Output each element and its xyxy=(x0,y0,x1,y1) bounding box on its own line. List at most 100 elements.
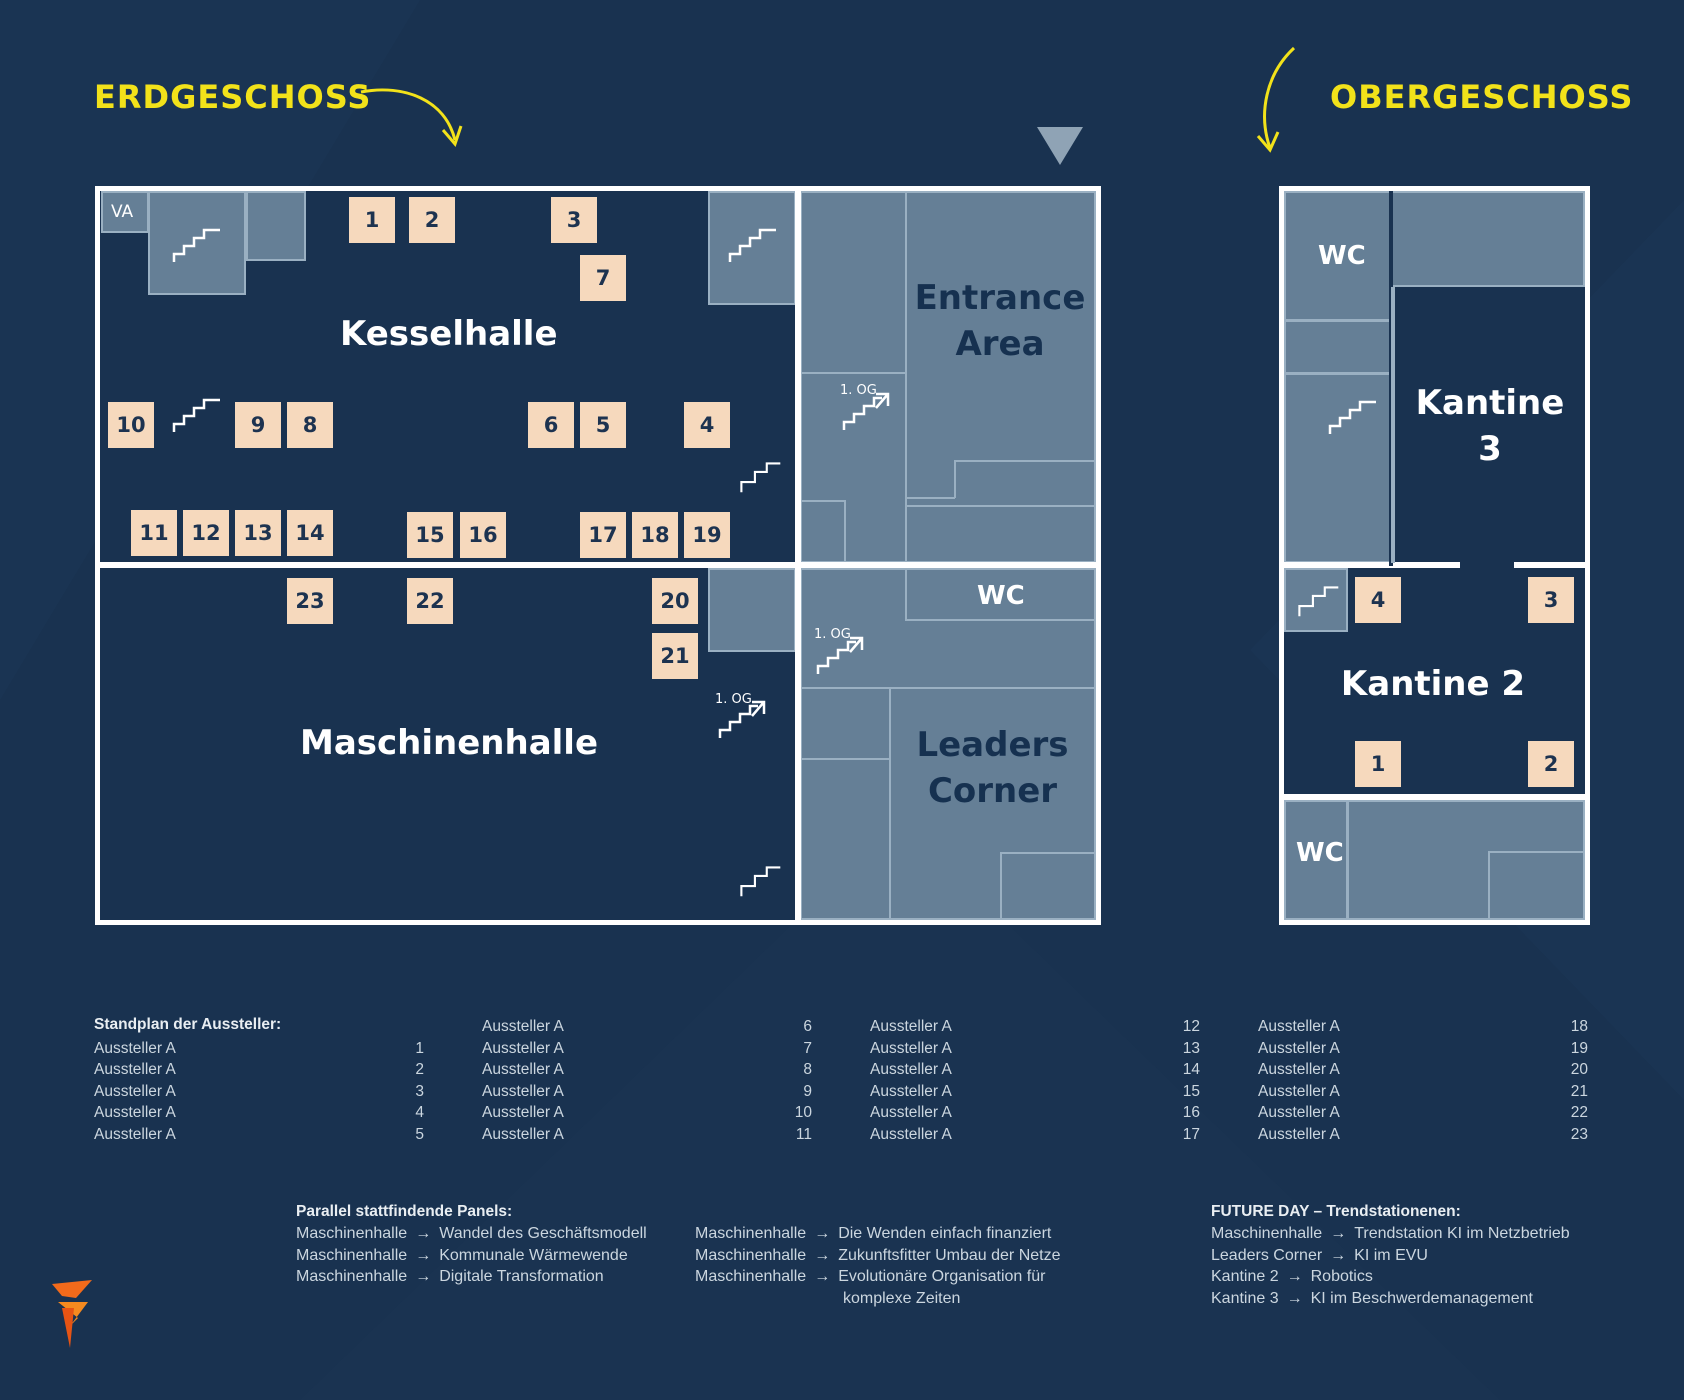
arrow-icon: → xyxy=(1330,1225,1347,1242)
booth-1[interactable]: 1 xyxy=(349,197,395,243)
panel-place: Maschinenhalle xyxy=(695,1246,807,1264)
panel-place: Maschinenhalle xyxy=(695,1268,807,1286)
stairs-icon xyxy=(718,700,766,738)
panel-place: Maschinenhalle xyxy=(1211,1225,1323,1242)
booth-18[interactable]: 18 xyxy=(632,512,678,558)
exhibitor-name: Aussteller A xyxy=(870,1126,952,1143)
arrow-icon: → xyxy=(415,1246,432,1264)
booth-14[interactable]: 14 xyxy=(287,510,333,556)
exhibitor-number: 21 xyxy=(1570,1082,1588,1100)
booth-3[interactable]: 3 xyxy=(551,197,597,243)
exhibitor-name: Aussteller A xyxy=(1258,1104,1340,1122)
kantine3-title: Kantine 3 xyxy=(1415,383,1565,469)
entrance-area-title: Entrance Area xyxy=(914,278,1086,364)
exhibitor-name: Aussteller A xyxy=(482,1104,564,1122)
exhibitor-number: 7 xyxy=(803,1039,812,1057)
booth-4[interactable]: 4 xyxy=(684,402,730,448)
exhibitor-number: 12 xyxy=(1182,1018,1200,1035)
booth-22[interactable]: 22 xyxy=(407,578,453,624)
exhibitor-number: 23 xyxy=(1570,1126,1588,1143)
booth-2[interactable]: 2 xyxy=(409,197,455,243)
panel-place: Maschinenhalle xyxy=(695,1225,807,1242)
maschinenhalle-corner-room xyxy=(708,568,796,652)
exhibitor-name: Aussteller A xyxy=(1258,1039,1340,1057)
stairs-icon xyxy=(740,866,781,897)
panels-title: Parallel stattfindende Panels: xyxy=(296,1203,513,1220)
booth-10[interactable]: 10 xyxy=(108,402,154,448)
brand-logo-icon xyxy=(52,1280,92,1348)
booth-13[interactable]: 13 xyxy=(235,510,281,556)
upper-floor-arrow-icon xyxy=(1256,46,1296,153)
upper-booth-2[interactable]: 2 xyxy=(1528,741,1574,787)
panel-place: Kantine 2 xyxy=(1211,1268,1279,1286)
exhibitor-number: 4 xyxy=(415,1104,424,1122)
stairs-icon xyxy=(1298,586,1339,617)
arrow-icon: → xyxy=(814,1268,831,1286)
booth-7[interactable]: 7 xyxy=(580,255,626,301)
exhibitor-number: 14 xyxy=(1182,1061,1200,1079)
booth-5[interactable]: 5 xyxy=(580,402,626,448)
booth-9[interactable]: 9 xyxy=(235,402,281,448)
exhibitor-number: 5 xyxy=(415,1126,424,1143)
booth-23[interactable]: 23 xyxy=(287,578,333,624)
panel-topic: KI im Beschwerdemanagement xyxy=(1310,1289,1533,1307)
wc-label-upper-top: WC xyxy=(1318,241,1366,271)
upper-booth-4[interactable]: 4 xyxy=(1355,577,1401,623)
exhibitor-name: Aussteller A xyxy=(94,1104,176,1122)
stair-room-top-left xyxy=(148,191,246,295)
exhibitor-number: 13 xyxy=(1182,1039,1200,1057)
booth-20[interactable]: 20 xyxy=(652,578,698,624)
exhibitor-row: Aussteller A 22 xyxy=(1258,1102,1588,1123)
exhibitor-name: Aussteller A xyxy=(1258,1061,1340,1079)
wall-kessel-maschinen xyxy=(100,562,1096,568)
booth-15[interactable]: 15 xyxy=(407,512,453,558)
exhibitor-name: Aussteller A xyxy=(870,1061,952,1079)
ground-floor-title: ERDGESCHOSS xyxy=(94,78,372,116)
wc-room-upper-bottom xyxy=(1284,800,1348,920)
upper-booth-3[interactable]: 3 xyxy=(1528,577,1574,623)
booth-8[interactable]: 8 xyxy=(287,402,333,448)
wc-label-ground: WC xyxy=(977,581,1025,611)
panel-row: Maschinenhalle → Trendstation KI im Netzbe… xyxy=(1211,1225,1570,1243)
booth-11[interactable]: 11 xyxy=(131,510,177,556)
booth-17[interactable]: 17 xyxy=(580,512,626,558)
arrow-icon: → xyxy=(1330,1246,1347,1264)
booth-12[interactable]: 12 xyxy=(183,510,229,556)
exhibitor-row: Aussteller A 13 xyxy=(870,1038,1200,1059)
exhibitor-row: Aussteller A 23 xyxy=(1258,1124,1588,1145)
booth-19[interactable]: 19 xyxy=(684,512,730,558)
panel-row: Kantine 2→Robotics xyxy=(1211,1268,1373,1286)
panel-row: Maschinenhalle → Digitale Transformation xyxy=(296,1268,604,1286)
panel-topic: Wandel des Geschäftsmodell xyxy=(439,1225,647,1242)
panel-topic: Zukunftsfitter Umbau der Netze xyxy=(838,1246,1061,1264)
arrow-icon: → xyxy=(415,1268,432,1286)
panel-topic: Digitale Transformation xyxy=(439,1268,604,1286)
exhibitor-name: Aussteller A xyxy=(1258,1126,1340,1143)
arrow-icon: → xyxy=(1286,1268,1303,1286)
panel-topic: KI im EVU xyxy=(1354,1246,1428,1264)
panel-row: Leaders Corner→KI im EVU xyxy=(1211,1247,1428,1265)
exhibitor-number: 11 xyxy=(795,1126,812,1143)
exhibitor-number: 9 xyxy=(803,1082,812,1100)
exhibitor-name: Aussteller A xyxy=(870,1039,952,1057)
stairs-icon xyxy=(728,228,776,262)
booth-16[interactable]: 16 xyxy=(460,512,506,558)
va-label: VA xyxy=(111,202,134,222)
panel-topic: Trendstation KI im Netzbetrieb xyxy=(1354,1225,1570,1242)
booth-21[interactable]: 21 xyxy=(652,633,698,679)
maschinenhalle-og-label: 1. OG xyxy=(715,692,752,707)
upper-booth-1[interactable]: 1 xyxy=(1355,741,1401,787)
exhibitor-row: Aussteller A 4 xyxy=(94,1102,424,1123)
exhibitor-number: 22 xyxy=(1570,1104,1588,1122)
booth-6[interactable]: 6 xyxy=(528,402,574,448)
panel-place: Maschinenhalle xyxy=(296,1268,408,1286)
